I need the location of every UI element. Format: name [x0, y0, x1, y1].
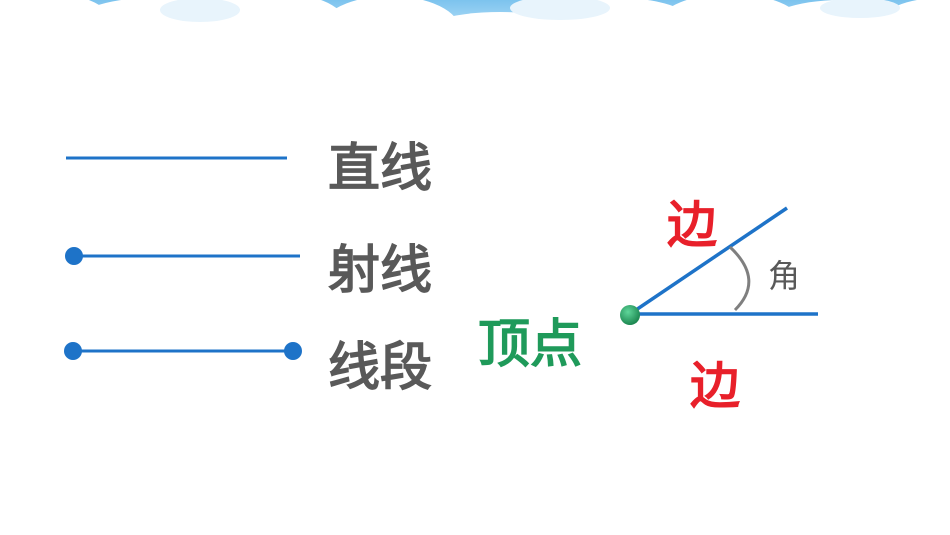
angle-label: 角	[768, 257, 800, 295]
angle-arc	[728, 245, 751, 312]
term-ray: 射线	[328, 241, 432, 301]
segment-endpoint-right	[284, 342, 302, 360]
term-straight-line: 直线	[328, 139, 432, 199]
vertex-label: 顶点	[478, 315, 582, 375]
side-label-lower: 边	[690, 357, 740, 415]
sky-cloud-banner	[0, 0, 950, 80]
vertex-point	[620, 305, 640, 325]
angle-side-upper	[629, 206, 788, 316]
segment-endpoint-left	[64, 342, 82, 360]
side-label-upper: 边	[667, 196, 717, 254]
ray-endpoint	[65, 247, 83, 265]
term-segment: 线段	[328, 338, 432, 398]
